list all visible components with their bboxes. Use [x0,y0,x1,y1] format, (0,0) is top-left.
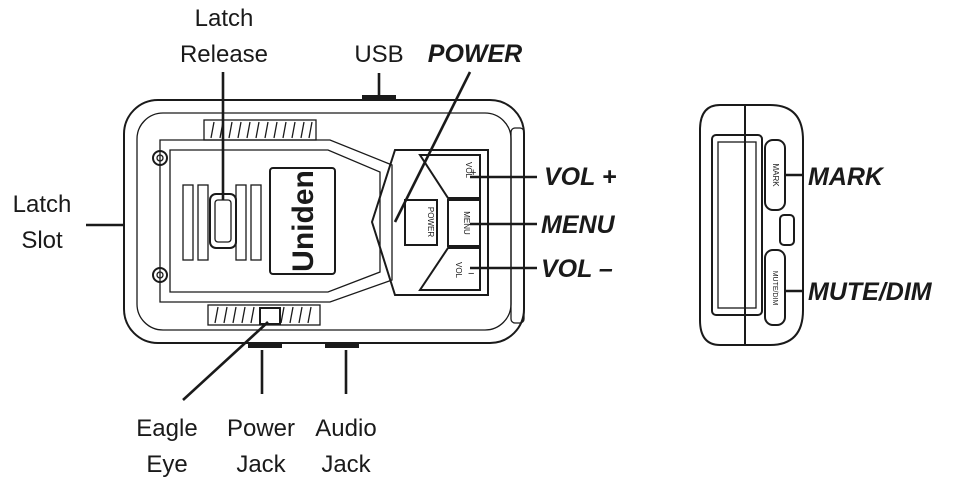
label-audio-jack-line2: Jack [321,451,371,478]
label-audio-jack-line1: Audio [315,415,376,442]
power-button-text: POWER [426,207,435,237]
vol-minus-button-text: VOL [454,262,463,279]
side-panel [711,134,763,316]
label-vol-minus: VOL – [541,255,613,283]
label-menu: MENU [541,211,616,239]
label-power: POWER [428,40,522,68]
screw-bottom [152,267,168,283]
label-mark: MARK [808,163,885,191]
vol-minus-button[interactable] [418,247,481,291]
eagle-eye-sensor [259,307,281,325]
audio-jack[interactable] [325,343,359,348]
brand-logo: Uniden [287,170,320,272]
power-jack[interactable] [248,343,282,348]
label-power-jack-line2: Jack [236,451,286,478]
mark-button-text: MARK [771,163,780,187]
vol-plus-button-text: VOL [464,162,473,179]
mute-dim-button[interactable] [764,249,786,326]
menu-button-text: MENU [462,211,471,235]
label-eagle-eye-line2: Eye [146,451,187,478]
latch-release-button[interactable] [209,193,237,249]
leader-lines [86,71,803,401]
callout-labels: Latch Release USB POWER Latch Slot VOL +… [13,5,933,478]
label-power-jack-line1: Power [227,415,295,442]
label-latch-slot-line1: Latch [13,191,72,218]
device-side-strip [510,127,525,324]
label-latch-release-line1: Latch [195,5,254,32]
vol-plus-button-sign: + [470,167,476,179]
front-inner-panel [159,139,393,303]
usb-port[interactable] [362,95,396,100]
screw-top [152,150,168,166]
power-button[interactable] [404,199,438,246]
label-latch-release-line2: Release [180,41,268,68]
vol-minus-button-sign: − [468,268,474,280]
device-front-view: Uniden POWER VOL + MENU VOL − [123,95,525,348]
side-connector [779,214,795,246]
top-vent [203,119,317,141]
label-vol-plus: VOL + [544,163,617,191]
side-body [699,104,746,346]
device-side-view: MARK MUTE/DIM [699,104,804,346]
label-latch-slot-line2: Slot [21,227,63,254]
label-mute-dim: MUTE/DIM [808,278,933,306]
label-usb: USB [354,41,403,68]
brand-plate [269,167,336,275]
label-eagle-eye-line1: Eagle [136,415,197,442]
mute-dim-button-text: MUTE/DIM [771,271,778,306]
control-panel [370,149,489,296]
vol-plus-button[interactable] [418,154,481,199]
